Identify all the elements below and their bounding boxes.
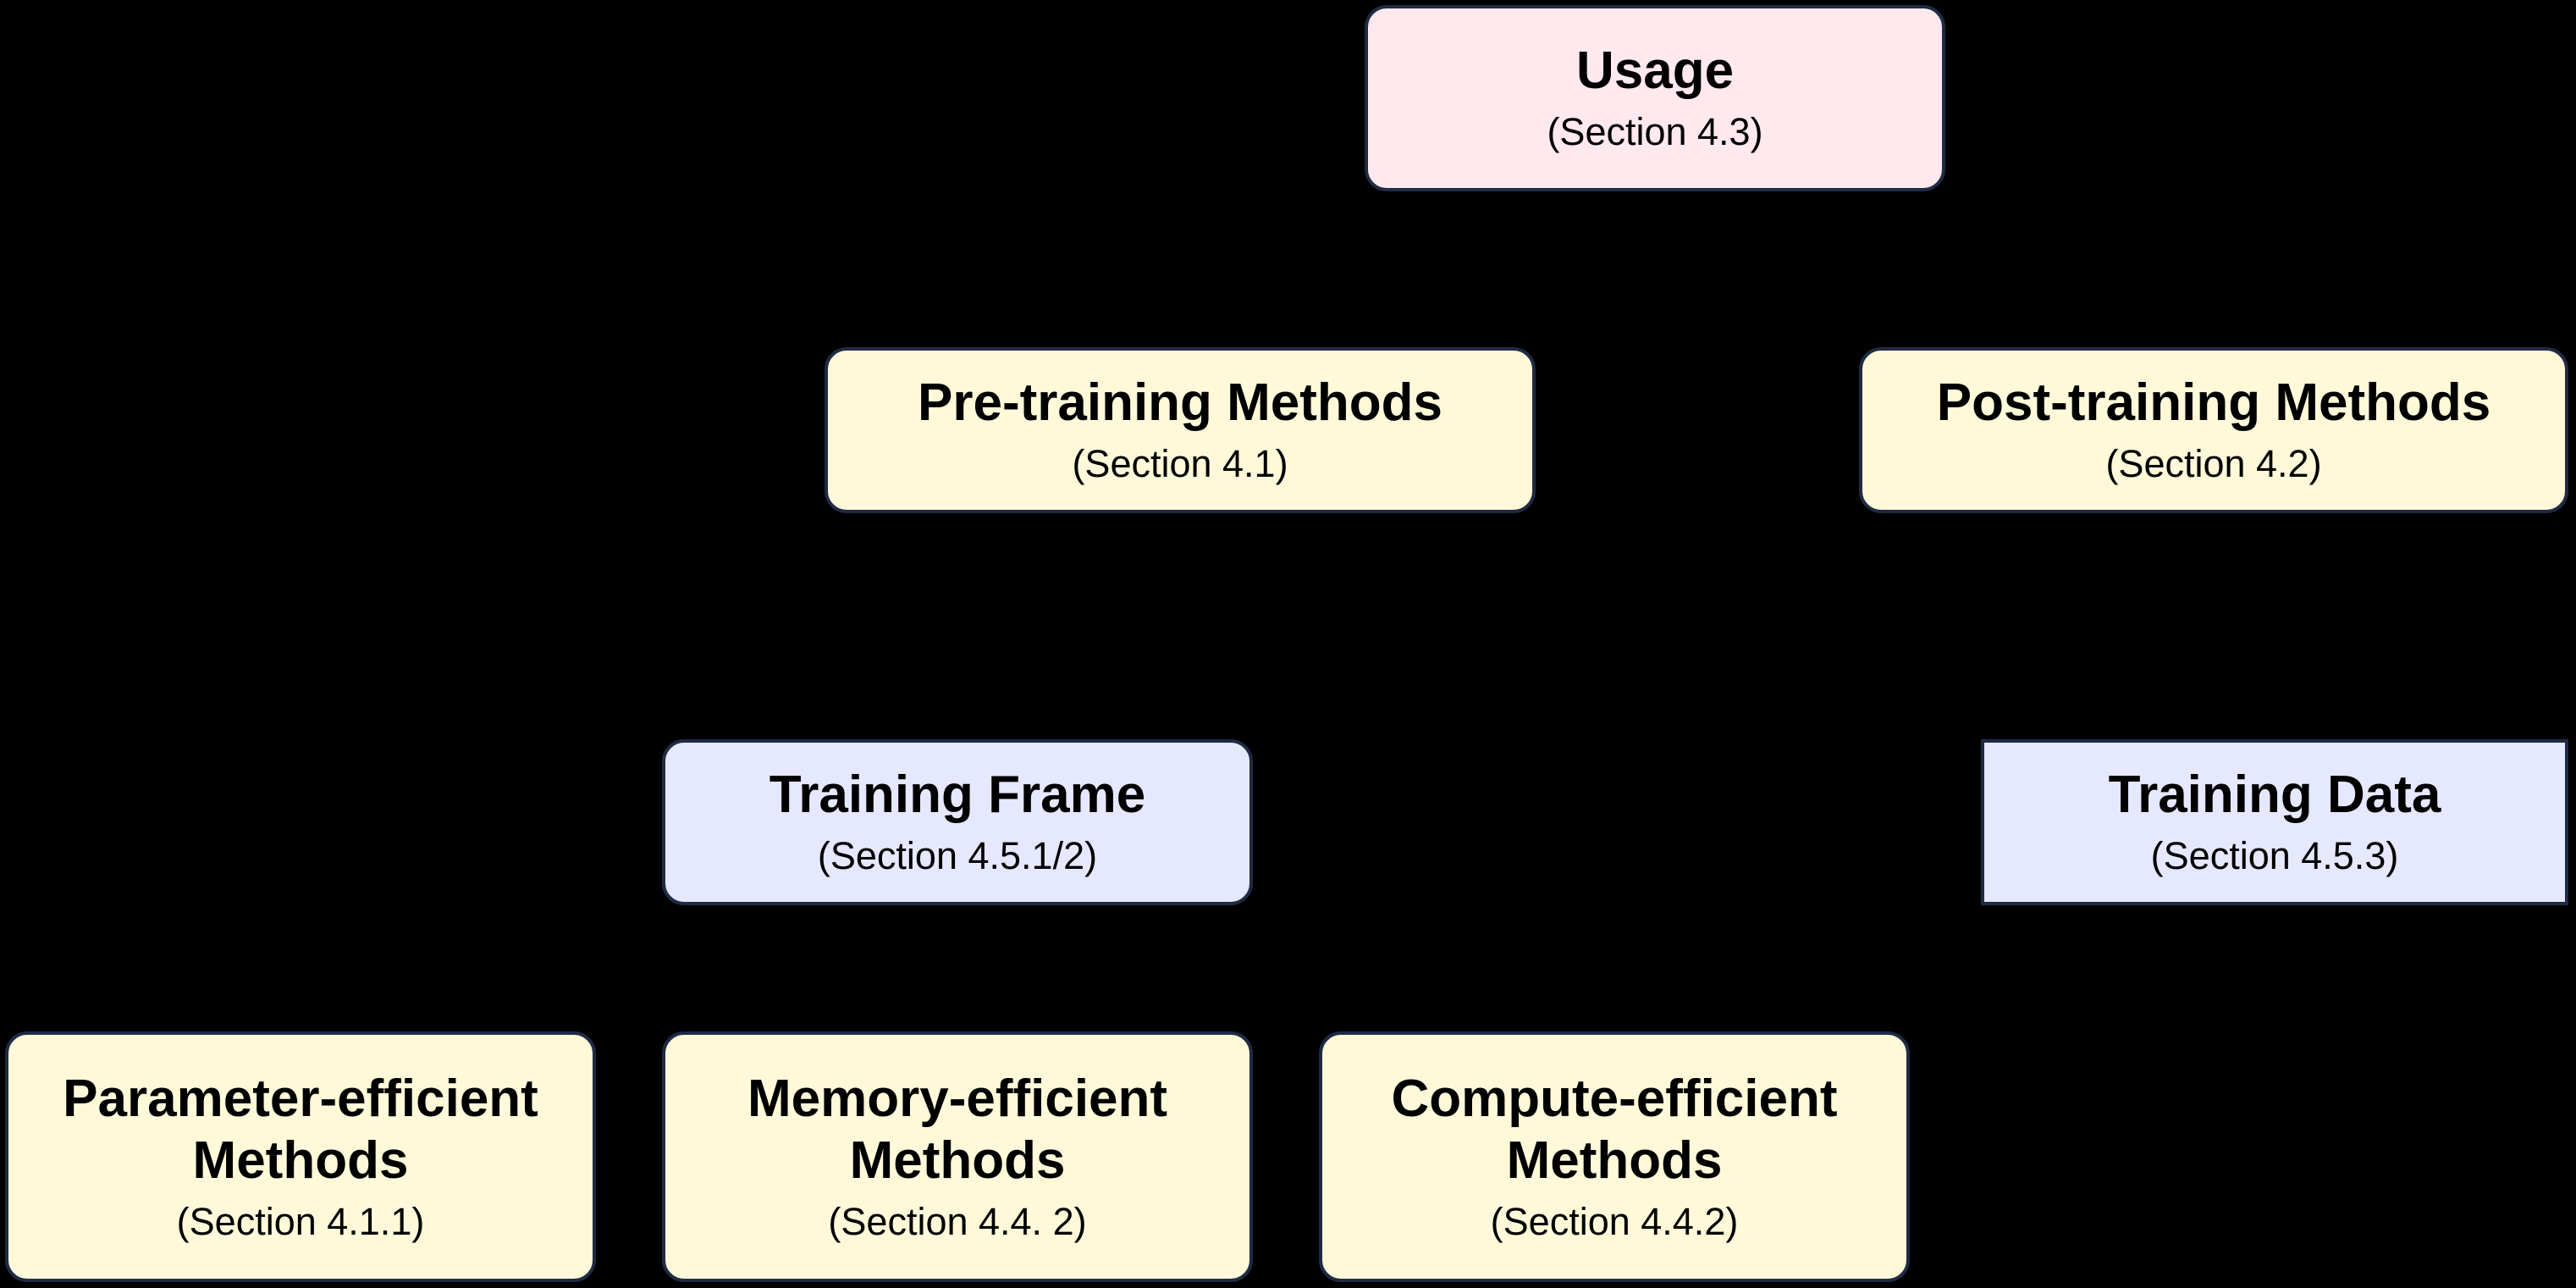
node-memory-efficient-methods: Memory-efficient Methods (Section 4.4. 2… bbox=[662, 1031, 1253, 1282]
node-pretraining-methods-section: (Section 4.1) bbox=[1072, 442, 1288, 486]
node-pretraining-methods-title: Pre-training Methods bbox=[917, 373, 1443, 433]
node-training-frame: Training Frame (Section 4.5.1/2) bbox=[662, 739, 1253, 905]
edge-pretraining-to-usage bbox=[1178, 191, 1657, 347]
edge-compute-efficient-to-pretraining bbox=[1178, 513, 1616, 1031]
node-training-data: Training Data (Section 4.5.3) bbox=[1981, 739, 2568, 905]
node-parameter-efficient-methods-section: (Section 4.1.1) bbox=[176, 1200, 425, 1244]
node-parameter-efficient-methods: Parameter-efficient Methods (Section 4.1… bbox=[5, 1031, 596, 1282]
node-posttraining-methods-title: Post-training Methods bbox=[1936, 373, 2491, 433]
node-compute-efficient-methods-section: (Section 4.4.2) bbox=[1490, 1200, 1739, 1244]
edge-training-data-to-posttraining bbox=[2212, 513, 2276, 739]
node-usage-title: Usage bbox=[1575, 41, 1735, 101]
node-training-data-section: (Section 4.5.3) bbox=[2150, 834, 2399, 878]
node-usage: Usage (Section 4.3) bbox=[1365, 5, 1945, 191]
node-training-data-title: Training Data bbox=[2108, 766, 2441, 825]
node-training-frame-section: (Section 4.5.1/2) bbox=[817, 834, 1098, 878]
node-memory-efficient-methods-section: (Section 4.4. 2) bbox=[828, 1200, 1087, 1244]
node-parameter-efficient-methods-title: Parameter-efficient Methods bbox=[63, 1069, 538, 1190]
node-posttraining-methods-section: (Section 4.2) bbox=[2105, 442, 2322, 486]
node-pretraining-methods: Pre-training Methods (Section 4.1) bbox=[825, 347, 1536, 513]
node-usage-section: (Section 4.3) bbox=[1547, 110, 1763, 154]
node-compute-efficient-methods-title: Compute-efficient Methods bbox=[1391, 1069, 1838, 1190]
edge-training-frame-to-pretraining bbox=[956, 513, 1182, 739]
node-compute-efficient-methods: Compute-efficient Methods (Section 4.4.2… bbox=[1319, 1031, 1910, 1282]
node-training-frame-title: Training Frame bbox=[769, 766, 1146, 825]
node-posttraining-methods: Post-training Methods (Section 4.2) bbox=[1859, 347, 2568, 513]
node-memory-efficient-methods-title: Memory-efficient Methods bbox=[747, 1069, 1168, 1190]
edge-posttraining-to-usage bbox=[1653, 191, 2215, 347]
